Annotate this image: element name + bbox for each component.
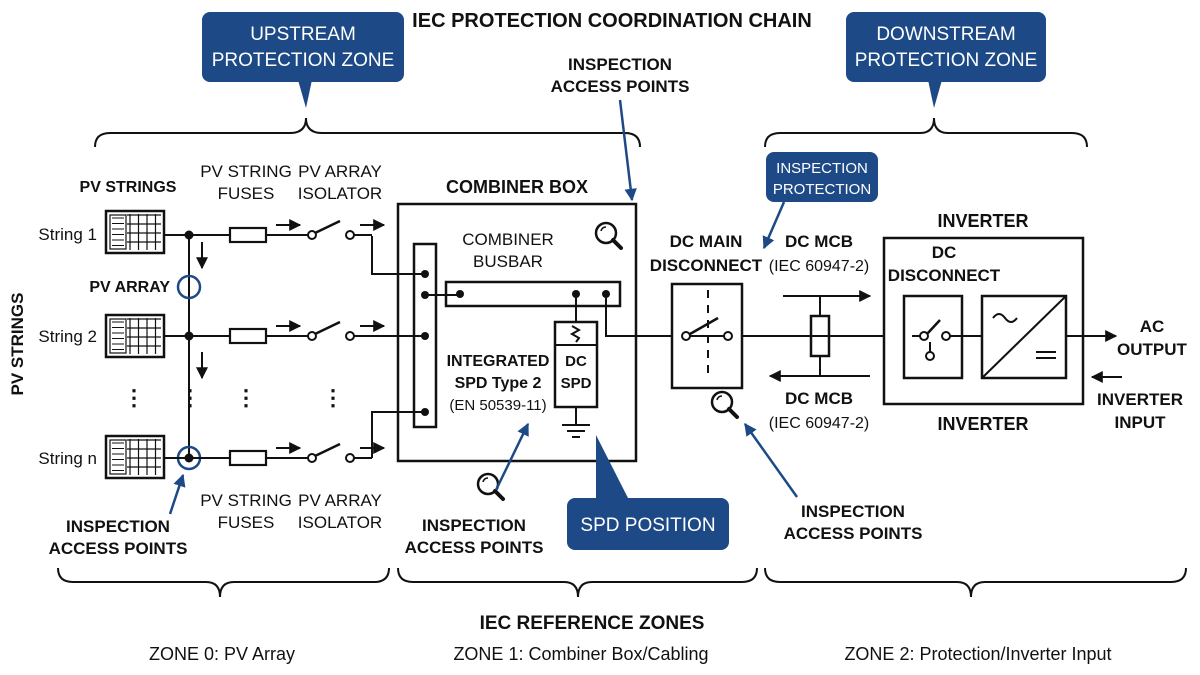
pv-array-label: PV ARRAY (89, 279, 170, 296)
zone0-brace (57, 567, 390, 598)
dc-disconnect-line1: DC (932, 243, 957, 262)
pv-fuses-header-line2: FUSES (218, 184, 275, 203)
ground-icon (562, 424, 590, 438)
inspection-label-top-2: ACCESS POINTS (551, 77, 690, 96)
pv-isolator-footer-line2: ISOLATOR (298, 513, 382, 532)
pv-isolator-footer-line1: PV ARRAY (298, 491, 382, 510)
inverter-bottom-label: INVERTER (937, 414, 1028, 434)
zone2-brace (764, 567, 1187, 598)
pv-fuses-header-line1: PV STRING (200, 162, 292, 181)
string-2-label: String 2 (38, 327, 97, 346)
combiner-box-title: COMBINER BOX (446, 177, 588, 197)
pv-isolator-header-line1: PV ARRAY (298, 162, 382, 181)
combiner-busbar (444, 280, 622, 308)
zone2-label: ZONE 2: Protection/Inverter Input (844, 644, 1111, 664)
dc-main-disconnect-line2: DISCONNECT (650, 256, 763, 275)
svg-text:⋮: ⋮ (235, 385, 257, 410)
iec-reference-zones-header: IEC REFERENCE ZONES (480, 613, 705, 634)
dc-disconnect-line2: DISCONNECT (888, 266, 1001, 285)
dc-mcb-bottom-std: (IEC 60947-2) (769, 415, 870, 432)
upstream-brace (94, 117, 641, 148)
svg-text:⋮: ⋮ (322, 385, 344, 410)
downstream-callout-line1: DOWNSTREAM (876, 24, 1015, 45)
downstream-brace (764, 117, 1088, 148)
zone1-label: ZONE 1: Combiner Box/Cabling (453, 644, 708, 664)
inverter-title: INVERTER (937, 211, 1028, 231)
dc-spd-line1: DC (565, 353, 587, 370)
downstream-protection-zone-callout: DOWNSTREAM PROTECTION ZONE (846, 12, 1046, 108)
spd-position-text: SPD POSITION (580, 515, 715, 536)
inspection-protection-callout: INSPECTION PROTECTION (762, 152, 878, 250)
inspection-label-disconnect-2: ACCESS POINTS (784, 524, 923, 543)
pv-string-fuse[interactable] (228, 327, 268, 345)
combiner-busbar-line1: COMBINER (462, 230, 554, 249)
dc-mcb-top-std: (IEC 60947-2) (769, 258, 870, 275)
inspection-protection-line2: PROTECTION (773, 181, 871, 198)
ac-output-line2: OUTPUT (1117, 340, 1188, 359)
inspection-label-left-2: ACCESS POINTS (49, 539, 188, 558)
pv-fuses-footer-line2: FUSES (218, 513, 275, 532)
pv-strings-vertical-label: PV STRINGS (8, 293, 27, 396)
dc-mcb-bottom-label: DC MCB (785, 389, 853, 408)
upstream-callout-line2: PROTECTION ZONE (212, 50, 395, 71)
inspection-protection-line1: INSPECTION (776, 160, 868, 177)
inspection-label-combiner: INSPECTION (422, 516, 526, 535)
magnifier-icon[interactable] (594, 221, 623, 250)
integrated-spd-line2: SPD Type 2 (455, 375, 542, 392)
string-n-label: String n (38, 449, 97, 468)
solar-panel-icon (104, 313, 166, 359)
inverter-input-line1: INVERTER (1097, 390, 1183, 409)
zone0-label: ZONE 0: PV Array (149, 644, 295, 664)
pv-strings-header: PV STRINGS (80, 179, 177, 196)
svg-text:⋮: ⋮ (179, 385, 201, 410)
svg-text:⋮: ⋮ (123, 385, 145, 410)
diagram-title: IEC PROTECTION COORDINATION CHAIN (412, 10, 812, 32)
inverter-input-line2: INPUT (1115, 413, 1167, 432)
zone1-brace (397, 567, 758, 598)
dc-main-disconnect-line1: DC MAIN (670, 232, 743, 251)
inspection-label-top: INSPECTION (568, 55, 672, 74)
pv-array-inspection-point[interactable] (176, 274, 202, 300)
solar-panel-icon (104, 434, 166, 480)
string-row (164, 320, 386, 345)
string-row (164, 442, 386, 467)
ac-output-line1: AC (1140, 317, 1165, 336)
dc-spd-line2: SPD (561, 375, 592, 392)
inspection-label-left: INSPECTION (66, 517, 170, 536)
pv-isolator-header-line2: ISOLATOR (298, 184, 382, 203)
magnifier-icon[interactable] (476, 472, 505, 501)
string-1-label: String 1 (38, 225, 97, 244)
downstream-callout-line2: PROTECTION ZONE (855, 50, 1038, 71)
string-row (164, 219, 386, 244)
pv-string-fuse[interactable] (228, 449, 268, 467)
inspection-label-combiner-2: ACCESS POINTS (405, 538, 544, 557)
dc-mcb-top-label: DC MCB (785, 232, 853, 251)
solar-panel-icon (104, 209, 166, 255)
pv-string-fuse[interactable] (228, 226, 268, 244)
combiner-busbar-line2: BUSBAR (473, 252, 543, 271)
upstream-protection-zone-callout: UPSTREAM PROTECTION ZONE (202, 12, 404, 108)
integrated-spd-std: (EN 50539-11) (449, 397, 546, 414)
inspection-label-disconnect: INSPECTION (801, 502, 905, 521)
integrated-spd-line1: INTEGRATED (447, 353, 550, 370)
upstream-callout-line1: UPSTREAM (250, 24, 356, 45)
inspection-arrow-top (618, 99, 637, 202)
pv-fuses-footer-line1: PV STRING (200, 491, 292, 510)
spd-position-callout: SPD POSITION (567, 435, 729, 550)
magnifier-icon[interactable] (710, 390, 739, 419)
